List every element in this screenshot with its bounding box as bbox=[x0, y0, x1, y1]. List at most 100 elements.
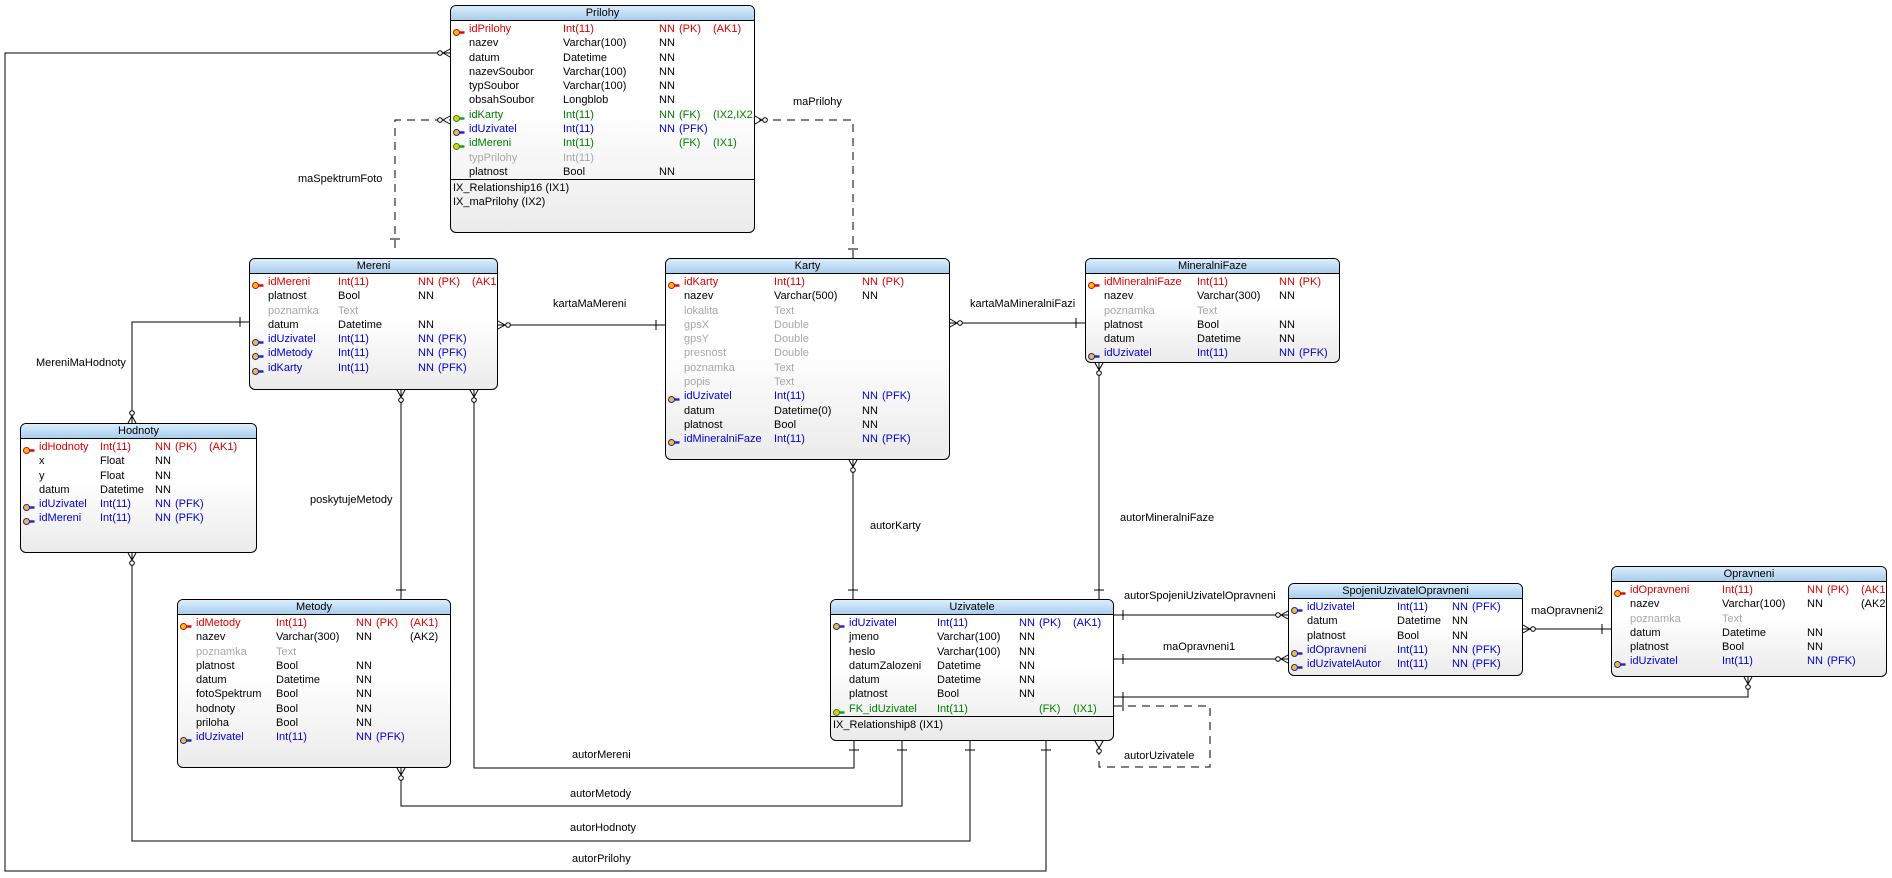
relationship-autorHodnoty[interactable] bbox=[127, 552, 975, 842]
attribute-name: y bbox=[39, 469, 45, 482]
relationship-kartaMaMineralniFazi[interactable] bbox=[949, 318, 1085, 328]
relationship-MereniMaHodnoty[interactable] bbox=[127, 317, 249, 424]
relationship-autorUzivatele[interactable] bbox=[1094, 701, 1211, 768]
relationship-maPrilohy[interactable] bbox=[754, 115, 858, 258]
relationship-maSpektrumFoto[interactable] bbox=[390, 115, 451, 248]
relationship-kartaMaMereni[interactable] bbox=[497, 320, 665, 330]
relationship-autorOpravneni[interactable] bbox=[1114, 676, 1753, 702]
attribute-type: Int(11) bbox=[338, 361, 369, 374]
relationship-autorPrilohy[interactable] bbox=[4, 48, 1051, 872]
relationship-autorSpojeniUzivatelOpravneni[interactable] bbox=[1114, 610, 1289, 620]
relationship-poskytujeMetody[interactable] bbox=[396, 389, 406, 599]
relationship-maOpravneni1[interactable] bbox=[1114, 654, 1289, 664]
attribute-nn: NN bbox=[659, 165, 675, 178]
relationship-autorMetody[interactable] bbox=[396, 741, 907, 807]
relationship-maOpravneni2[interactable] bbox=[1522, 624, 1611, 634]
relationship-autorKarty[interactable] bbox=[848, 459, 858, 599]
relationship-autorMereni[interactable] bbox=[469, 389, 859, 769]
relationship-autorMineralniFaze[interactable] bbox=[1094, 362, 1104, 599]
attribute-name: idUzivatel bbox=[1307, 601, 1355, 613]
attribute-nn: NN bbox=[356, 674, 372, 687]
